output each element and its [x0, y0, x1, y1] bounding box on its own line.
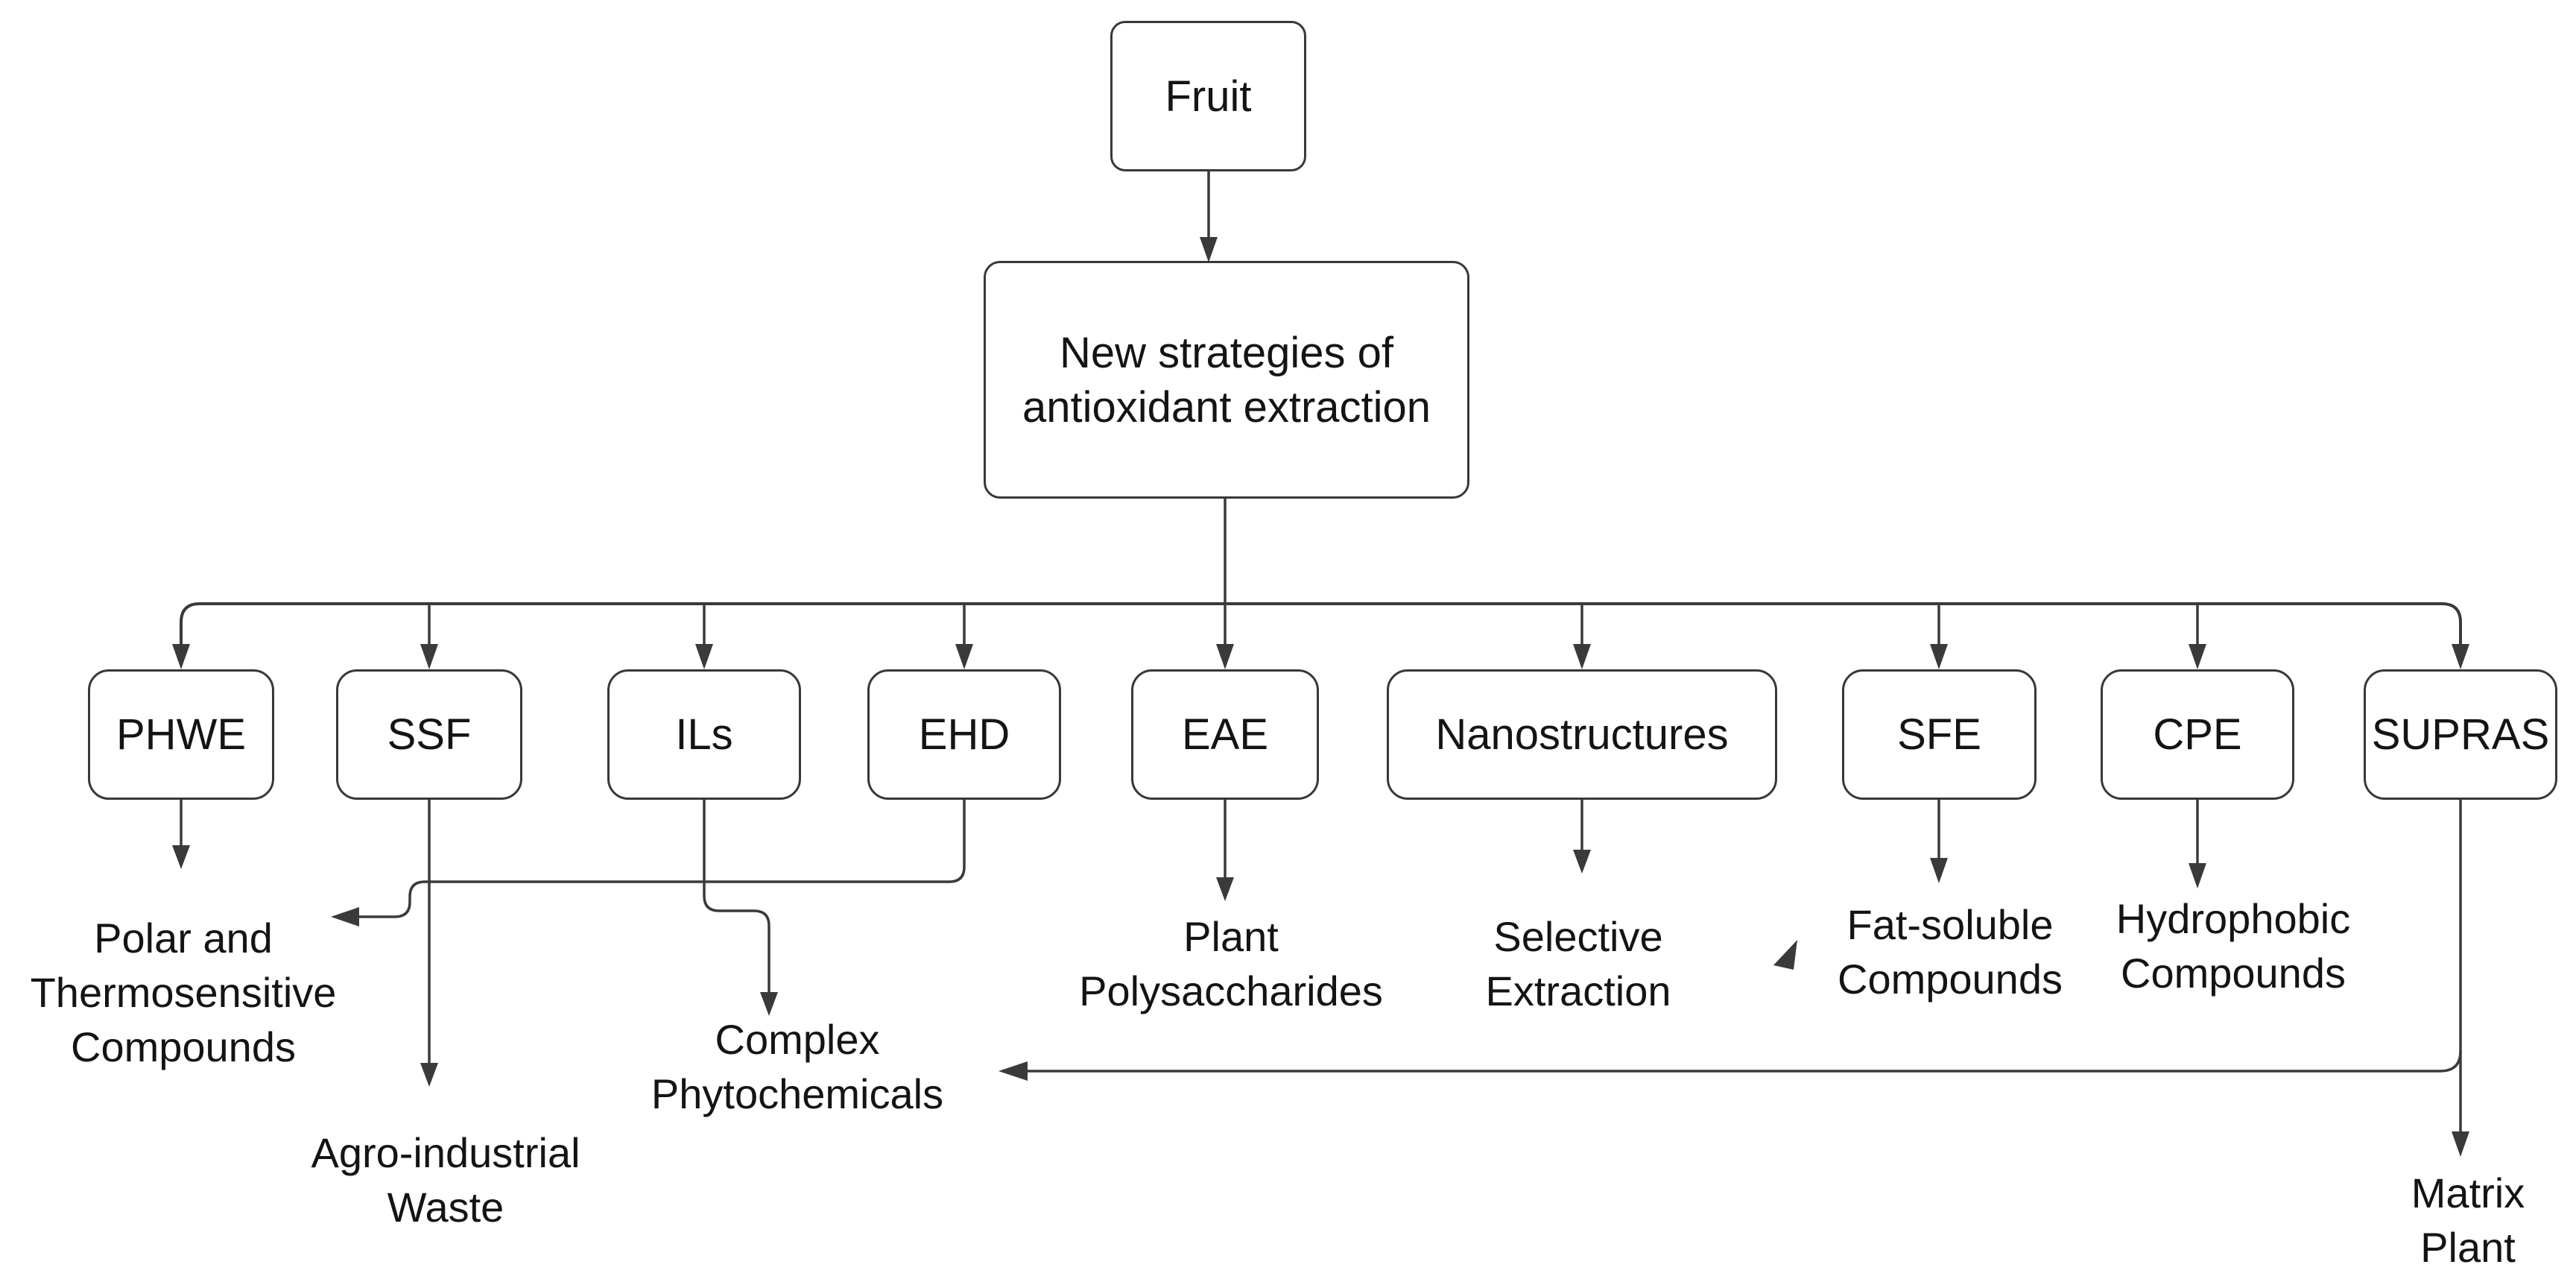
connector-trunk: [180, 602, 2462, 647]
arrowhead-supras-left: [999, 1061, 1028, 1081]
label-agro-industrial-waste: Agro-industrial Waste: [311, 1129, 580, 1231]
node-ehd: EHD: [867, 669, 1061, 800]
arrowhead-stray: [1773, 940, 1797, 970]
arrowhead-into-sfe: [1930, 644, 1948, 669]
arrowhead-into-ssf: [420, 644, 438, 669]
label-selective-extraction: Selective Extraction: [1485, 913, 1671, 1014]
node-ssf: SSF: [336, 669, 522, 800]
node-phwe: PHWE: [88, 669, 274, 800]
node-ils: ILs: [607, 669, 801, 800]
connector-ehd-to-polar: [359, 800, 966, 918]
arrowhead-into-nanostructures: [1573, 644, 1591, 669]
node-nanostructures: Nanostructures: [1387, 669, 1777, 800]
arrowhead-into-cpe: [2189, 644, 2206, 669]
connector-supras-to-complex: [1028, 1050, 2462, 1073]
node-ils-label: ILs: [675, 710, 733, 759]
node-new-strategies: New strategies of antioxidant extraction: [984, 261, 1469, 499]
node-ehd-label: EHD: [918, 710, 1010, 759]
node-eae: EAE: [1131, 669, 1319, 800]
label-fat-soluble-compounds: Fat-soluble Compounds: [1838, 901, 2063, 1003]
node-supras-label: SUPRAS: [2371, 710, 2550, 759]
arrowhead-into-supras: [2452, 644, 2469, 669]
arrowhead-hydrophobic: [2189, 863, 2206, 888]
arrowhead-into-eae: [1216, 644, 1234, 669]
arrowhead-into-ils: [695, 644, 713, 669]
arrowhead-into-phwe: [172, 644, 190, 669]
arrowhead-matrix: [2452, 1131, 2469, 1157]
node-fruit: Fruit: [1110, 21, 1306, 171]
label-complex-phytochemicals: Complex Phytochemicals: [651, 1016, 944, 1117]
node-new-strategies-label: New strategies of antioxidant extraction: [1022, 328, 1431, 432]
arrowhead-polar: [172, 845, 190, 869]
node-eae-label: EAE: [1181, 710, 1269, 759]
arrowhead-agro: [420, 1063, 438, 1087]
node-sfe-label: SFE: [1897, 710, 1981, 759]
node-cpe-label: CPE: [2153, 710, 2242, 759]
label-hydrophobic-compounds: Hydrophobic Compounds: [2115, 895, 2351, 997]
arrowhead-into-strategy: [1200, 237, 1218, 262]
arrowhead-selective: [1573, 850, 1591, 874]
node-phwe-label: PHWE: [116, 710, 246, 759]
label-plant-polysaccharides: Plant Polysaccharides: [1079, 913, 1383, 1014]
node-fruit-label: Fruit: [1165, 72, 1252, 121]
connector-ils-to-complex: [703, 800, 770, 994]
arrowhead-into-ehd: [955, 644, 973, 669]
arrowhead-plant: [1216, 877, 1234, 901]
label-polar-thermosensitive-compounds: Polar and Thermosensitive Compounds: [30, 915, 337, 1070]
arrowhead-fatsoluble: [1930, 858, 1948, 883]
node-supras: SUPRAS: [2364, 669, 2557, 800]
node-nanostructures-label: Nanostructures: [1435, 710, 1729, 759]
node-ssf-label: SSF: [387, 710, 472, 759]
label-matrix-plant: Matrix Plant: [2411, 1169, 2525, 1271]
node-sfe: SFE: [1842, 669, 2037, 800]
node-cpe: CPE: [2101, 669, 2294, 800]
